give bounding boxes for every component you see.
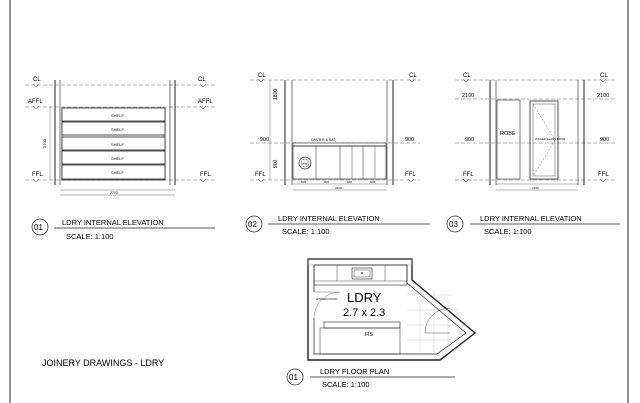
shelf-unit: SHELF SHELF SHELF SHELF SHELF bbox=[61, 107, 166, 181]
title-scale: SCALE: 1:100 bbox=[322, 380, 370, 389]
elev2-dim: 1800 bbox=[273, 89, 279, 100]
floor-plan: HINGED DOOR FIS LDRY 2.7 x 2.3 bbox=[307, 258, 477, 361]
elev2-overall-dim: 2400 bbox=[335, 186, 342, 190]
level-cl-right: CL bbox=[409, 73, 417, 79]
elev2-base-dim: 600 bbox=[370, 180, 375, 184]
title-text: LDRY INTERNAL ELEVATION bbox=[62, 218, 164, 227]
elev3-dim: 900 bbox=[465, 137, 474, 143]
title-block-floor-plan: 01 LDRY FLOOR PLAN SCALE: 1:100 bbox=[286, 367, 455, 389]
shelf-label: SHELF bbox=[111, 113, 124, 118]
elev1-height-dim: 2700 bbox=[42, 138, 47, 148]
title-scale: SCALE: 1:100 bbox=[484, 227, 532, 236]
title-block-elev-02: 02 LDRY INTERNAL ELEVATION SCALE: 1:100 bbox=[245, 214, 430, 236]
elev2-base-dim: 600 bbox=[324, 180, 329, 184]
plan-door-note: HINGED DOOR bbox=[316, 297, 338, 301]
elev3-dim-right: 2100 bbox=[597, 93, 609, 99]
title-text: LDRY FLOOR PLAN bbox=[320, 367, 389, 376]
level-ffl-left: FFL bbox=[463, 172, 474, 178]
title-scale: SCALE: 1:100 bbox=[282, 227, 330, 236]
elev3-dim: 2100 bbox=[462, 93, 474, 99]
level-affl-right: AFFL bbox=[198, 99, 213, 105]
elev2-dim-right: 900 bbox=[405, 137, 414, 143]
robe-label: ROBE bbox=[500, 131, 516, 137]
title-number: 01 bbox=[289, 373, 298, 382]
sink-icon bbox=[351, 267, 373, 280]
shelf-label: SHELF bbox=[111, 170, 124, 175]
level-ffl-left: FFL bbox=[255, 172, 266, 178]
level-cl-left: CL bbox=[33, 77, 41, 83]
glass-door bbox=[529, 100, 559, 180]
room-name: LDRY bbox=[347, 290, 382, 305]
elev2-caption: CASTLE & SAT bbox=[311, 138, 336, 142]
level-affl-left: AFFL bbox=[28, 99, 43, 105]
level-cl-left: CL bbox=[258, 73, 266, 79]
door-note: HINGED GLASS DOOR bbox=[535, 137, 565, 141]
elev2-dim: 900 bbox=[260, 137, 269, 143]
washer-label: WM bbox=[302, 162, 308, 166]
elev2-base-dim: 600 bbox=[301, 180, 306, 184]
level-ffl-right: FFL bbox=[200, 172, 211, 178]
level-ffl-right: FFL bbox=[405, 172, 416, 178]
title-block-elev-03: 03 LDRY INTERNAL ELEVATION SCALE: 1:100 bbox=[446, 214, 620, 236]
elevation-02: CL FFL CL FFL 1800 900 900 900 CASTLE & … bbox=[250, 73, 420, 191]
title-number: 01 bbox=[34, 223, 43, 232]
elev3-overall-dim: 2300 bbox=[532, 186, 539, 190]
room-size: 2.7 x 2.3 bbox=[343, 307, 385, 319]
level-cl-left: CL bbox=[463, 73, 471, 79]
shelf-label: SHELF bbox=[111, 142, 124, 147]
elev3-dim-right: 900 bbox=[600, 137, 609, 143]
elevation-01: CL AFFL FFL CL AFFL FFL 2700 SHELF SHELF… bbox=[25, 77, 215, 196]
level-ffl-left: FFL bbox=[32, 172, 43, 178]
shelf-label: SHELF bbox=[111, 156, 124, 161]
plan-fridge-label: FIS bbox=[365, 332, 373, 338]
washing-machine-icon bbox=[298, 156, 312, 170]
title-number: 02 bbox=[248, 220, 257, 229]
elev2-base-dim: 600 bbox=[347, 180, 352, 184]
level-cl-right: CL bbox=[198, 77, 206, 83]
title-text: LDRY INTERNAL ELEVATION bbox=[480, 214, 582, 223]
elev2-dim: 900 bbox=[273, 159, 279, 168]
title-block-elev-01: 01 LDRY INTERNAL ELEVATION SCALE: 1:100 bbox=[31, 218, 215, 241]
elev1-dim-overall: 2700 bbox=[110, 191, 118, 195]
elevation-03: CL FFL CL FFL 2100 900 2100 900 ROBE HIN… bbox=[455, 73, 615, 191]
level-cl-right: CL bbox=[600, 73, 608, 79]
title-number: 03 bbox=[449, 220, 458, 229]
shelf-label: SHELF bbox=[111, 127, 124, 132]
sheet-title: JOINERY DRAWINGS - LDRY bbox=[42, 358, 164, 368]
title-text: LDRY INTERNAL ELEVATION bbox=[278, 214, 380, 223]
level-ffl-right: FFL bbox=[598, 172, 609, 178]
title-scale: SCALE: 1:100 bbox=[66, 232, 114, 241]
